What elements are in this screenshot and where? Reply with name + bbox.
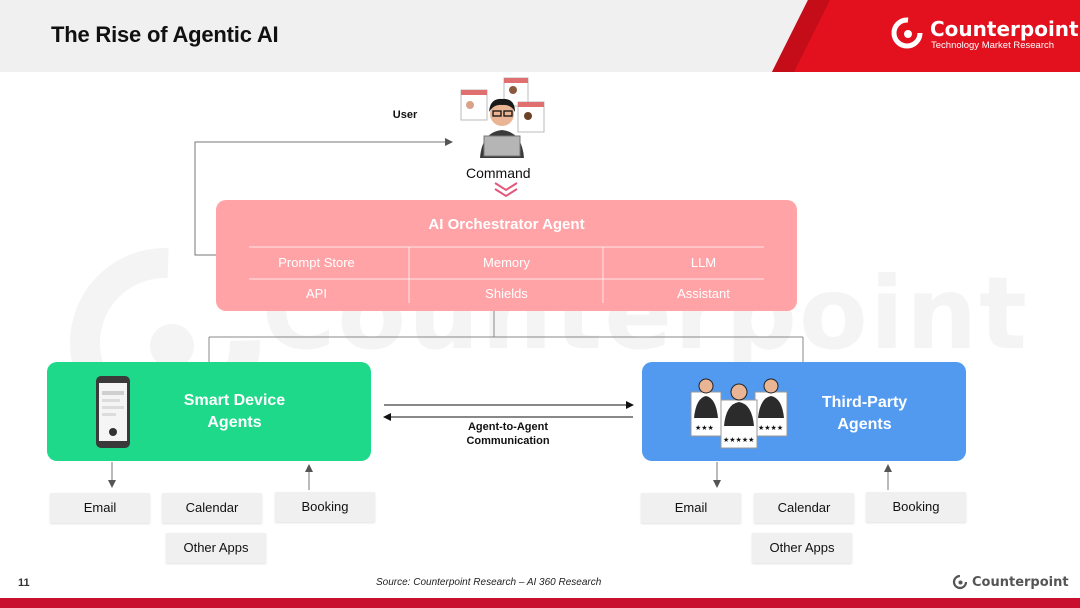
- smartphone-icon: [96, 376, 130, 448]
- command-label: Command: [466, 165, 531, 181]
- orchestrator-cell-prompt-store: Prompt Store: [278, 255, 355, 270]
- orchestrator-cell-memory: Memory: [483, 255, 530, 270]
- smart-device-app-calendar: Calendar: [162, 493, 262, 523]
- orchestrator-cell-llm: LLM: [690, 255, 717, 270]
- orchestrator-cell-shields: Shields: [485, 286, 528, 301]
- smart-device-label-line2: Agents: [207, 414, 262, 431]
- orchestrator-cell-api: API: [306, 286, 327, 301]
- smart-device-label-line1: Smart Device: [183, 392, 286, 409]
- counterpoint-logo-icon: [891, 17, 923, 49]
- a2a-label-line2: Communication: [466, 435, 550, 447]
- page-title: The Rise of Agentic AI: [51, 22, 279, 47]
- user-illustration-icon: [460, 77, 545, 158]
- user-label: User: [392, 109, 418, 121]
- smart-device-app-booking: Booking: [275, 492, 375, 522]
- orchestrator-title: AI Orchestrator Agent: [428, 216, 585, 233]
- page-number: 11: [18, 577, 30, 589]
- third-party-app-booking: Booking: [866, 492, 966, 522]
- svg-text:★★★★★: ★★★★★: [723, 436, 754, 444]
- orchestrator-agent-box: AI Orchestrator Agent Prompt Store Memor…: [216, 200, 797, 311]
- orchestrator-grid: [249, 246, 764, 303]
- brand-name: Counterpoint: [930, 17, 1079, 41]
- smart-device-app-other: Other Apps: [166, 533, 266, 563]
- footer-bar: [0, 598, 1080, 608]
- footer-logo-icon: [952, 574, 968, 590]
- smart-device-app-email: Email: [50, 493, 150, 523]
- third-party-app-calendar: Calendar: [754, 493, 854, 523]
- third-party-label-line1: Third-Party: [821, 394, 908, 411]
- brand-banner: [772, 0, 1080, 72]
- a2a-label-line1: Agent-to-Agent: [467, 421, 549, 433]
- third-party-app-email: Email: [641, 493, 741, 523]
- svg-text:★★★★: ★★★★: [758, 424, 783, 432]
- brand-tagline: Technology Market Research: [931, 40, 1055, 51]
- third-party-label-line2: Agents: [837, 416, 892, 433]
- source-note: Source: Counterpoint Research – AI 360 R…: [376, 577, 602, 588]
- svg-text:★★★: ★★★: [695, 424, 714, 432]
- third-party-agents-box: ★★★ ★★★★ ★★★★★ Third-Party Agents: [642, 362, 966, 461]
- footer-brand-name: Counterpoint: [972, 575, 1069, 590]
- third-party-app-other: Other Apps: [752, 533, 852, 563]
- orchestrator-cell-assistant: Assistant: [677, 286, 730, 301]
- people-cards-icon: ★★★ ★★★★ ★★★★★: [690, 378, 788, 449]
- smart-device-agents-box: Smart Device Agents: [47, 362, 371, 461]
